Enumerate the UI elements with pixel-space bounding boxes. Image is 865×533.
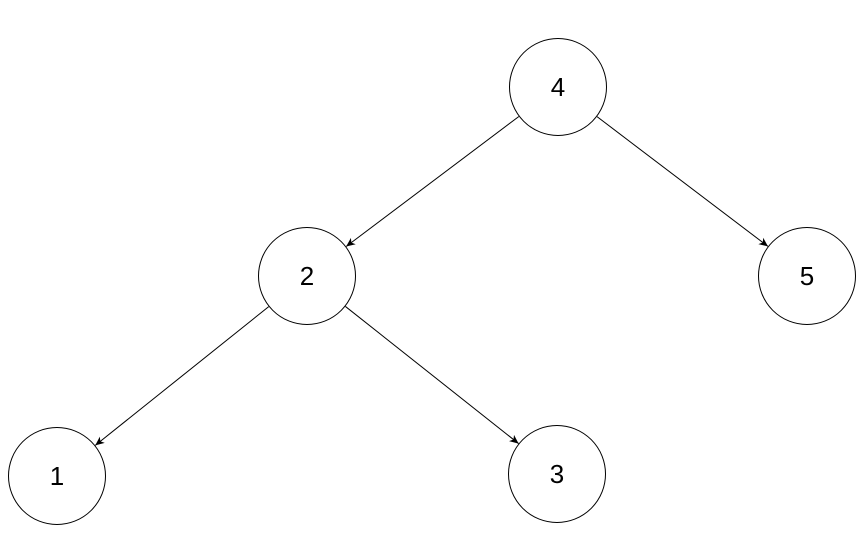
edge-4-to-2 (345, 116, 520, 247)
edge-4-to-5 (596, 116, 769, 247)
node-label: 2 (299, 261, 315, 291)
tree-node-3: 3 (508, 425, 606, 523)
node-label: 5 (799, 261, 815, 291)
node-label: 3 (549, 459, 565, 489)
tree-node-4: 4 (509, 38, 607, 136)
edge-2-to-1 (94, 306, 270, 446)
node-label: 1 (49, 461, 65, 491)
node-label: 4 (550, 72, 566, 102)
tree-node-2: 2 (258, 227, 356, 325)
edge-2-to-3 (345, 306, 519, 444)
tree-node-5: 5 (758, 227, 856, 325)
tree-node-1: 1 (8, 427, 106, 525)
